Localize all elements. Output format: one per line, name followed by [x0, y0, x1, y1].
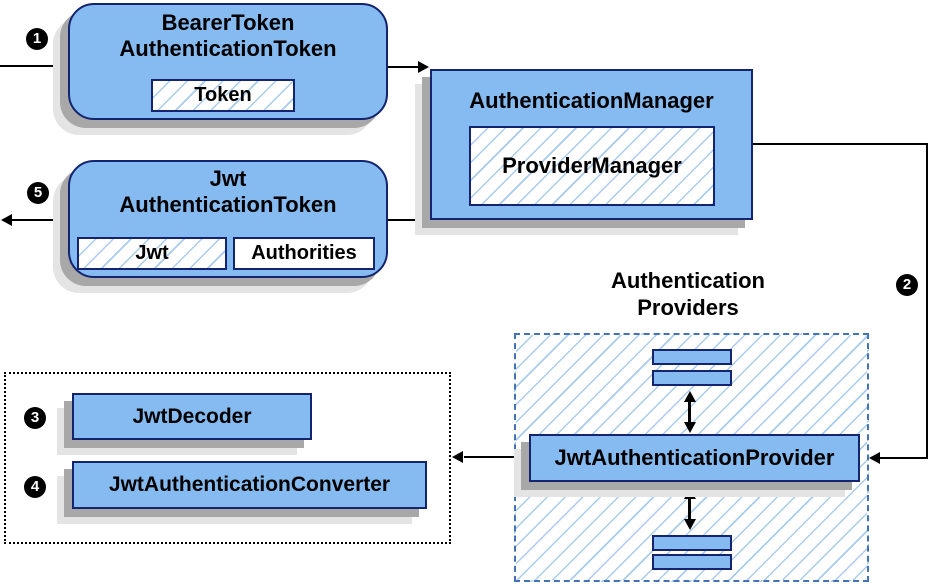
bearer-token-title-line1: BearerToken: [161, 10, 295, 35]
provider-bar: [652, 349, 732, 365]
token-field: Token: [151, 79, 295, 112]
step-3-badge: 3: [24, 407, 46, 429]
authentication-manager-title: AuthenticationManager: [469, 88, 714, 113]
provider-bar: [652, 370, 732, 386]
authentication-manager-node: AuthenticationManager ProviderManager: [430, 69, 753, 220]
double-arrow-shaft: [688, 496, 691, 521]
arrowhead-down-icon: [684, 519, 696, 530]
bearer-token-node: BearerToken AuthenticationToken Token: [68, 3, 388, 120]
decoder-group-box: [4, 372, 451, 544]
step-5-badge: 5: [27, 182, 49, 204]
jwt-token-title-line2: AuthenticationToken: [119, 192, 337, 217]
authorities-field: Authorities: [233, 237, 375, 270]
jwt-field: Jwt: [77, 237, 227, 270]
arrowhead-down-icon: [684, 422, 696, 433]
step-2-badge: 2: [896, 274, 918, 296]
arrowhead-up-icon: [684, 391, 696, 402]
arrow-provider-to-decoder: [464, 456, 514, 458]
jwt-authentication-converter-node: JwtAuthenticationConverter: [72, 461, 427, 509]
jwt-token-title-line1: Jwt: [209, 166, 247, 191]
arrow-request-in: [0, 65, 68, 67]
arrowhead-up-icon: [684, 488, 696, 499]
step-1-badge: 1: [26, 28, 48, 50]
arrowhead-left-icon: [452, 451, 463, 463]
arrowhead-left-icon: [869, 452, 880, 464]
arrow-token-out: [10, 219, 68, 221]
arrow-bearer-to-manager: [388, 66, 419, 68]
double-arrow-shaft: [688, 399, 691, 424]
jwt-authentication-provider-node: JwtAuthenticationProvider: [529, 434, 860, 482]
providers-label-line2: Providers: [637, 295, 739, 320]
arrow-manager-to-provider-end: [880, 457, 927, 459]
jwt-authentication-token-node: Jwt AuthenticationToken Jwt Authorities: [68, 160, 388, 278]
arrowhead-left-icon: [1, 214, 12, 226]
authentication-providers-label: Authentication Providers: [538, 267, 838, 321]
jwt-decoder-node: JwtDecoder: [72, 393, 312, 440]
arrow-manager-to-provider-vertical: [926, 144, 928, 459]
step-4-badge: 4: [24, 476, 46, 498]
providers-label-line1: Authentication: [611, 268, 765, 293]
arrowhead-right-icon: [418, 61, 429, 73]
provider-bar: [652, 535, 732, 551]
provider-manager-field: ProviderManager: [469, 126, 715, 206]
arrow-manager-return: [388, 219, 430, 221]
bearer-token-title-line2: AuthenticationToken: [119, 36, 337, 61]
arrow-manager-to-provider: [753, 143, 928, 145]
provider-bar: [652, 554, 732, 570]
